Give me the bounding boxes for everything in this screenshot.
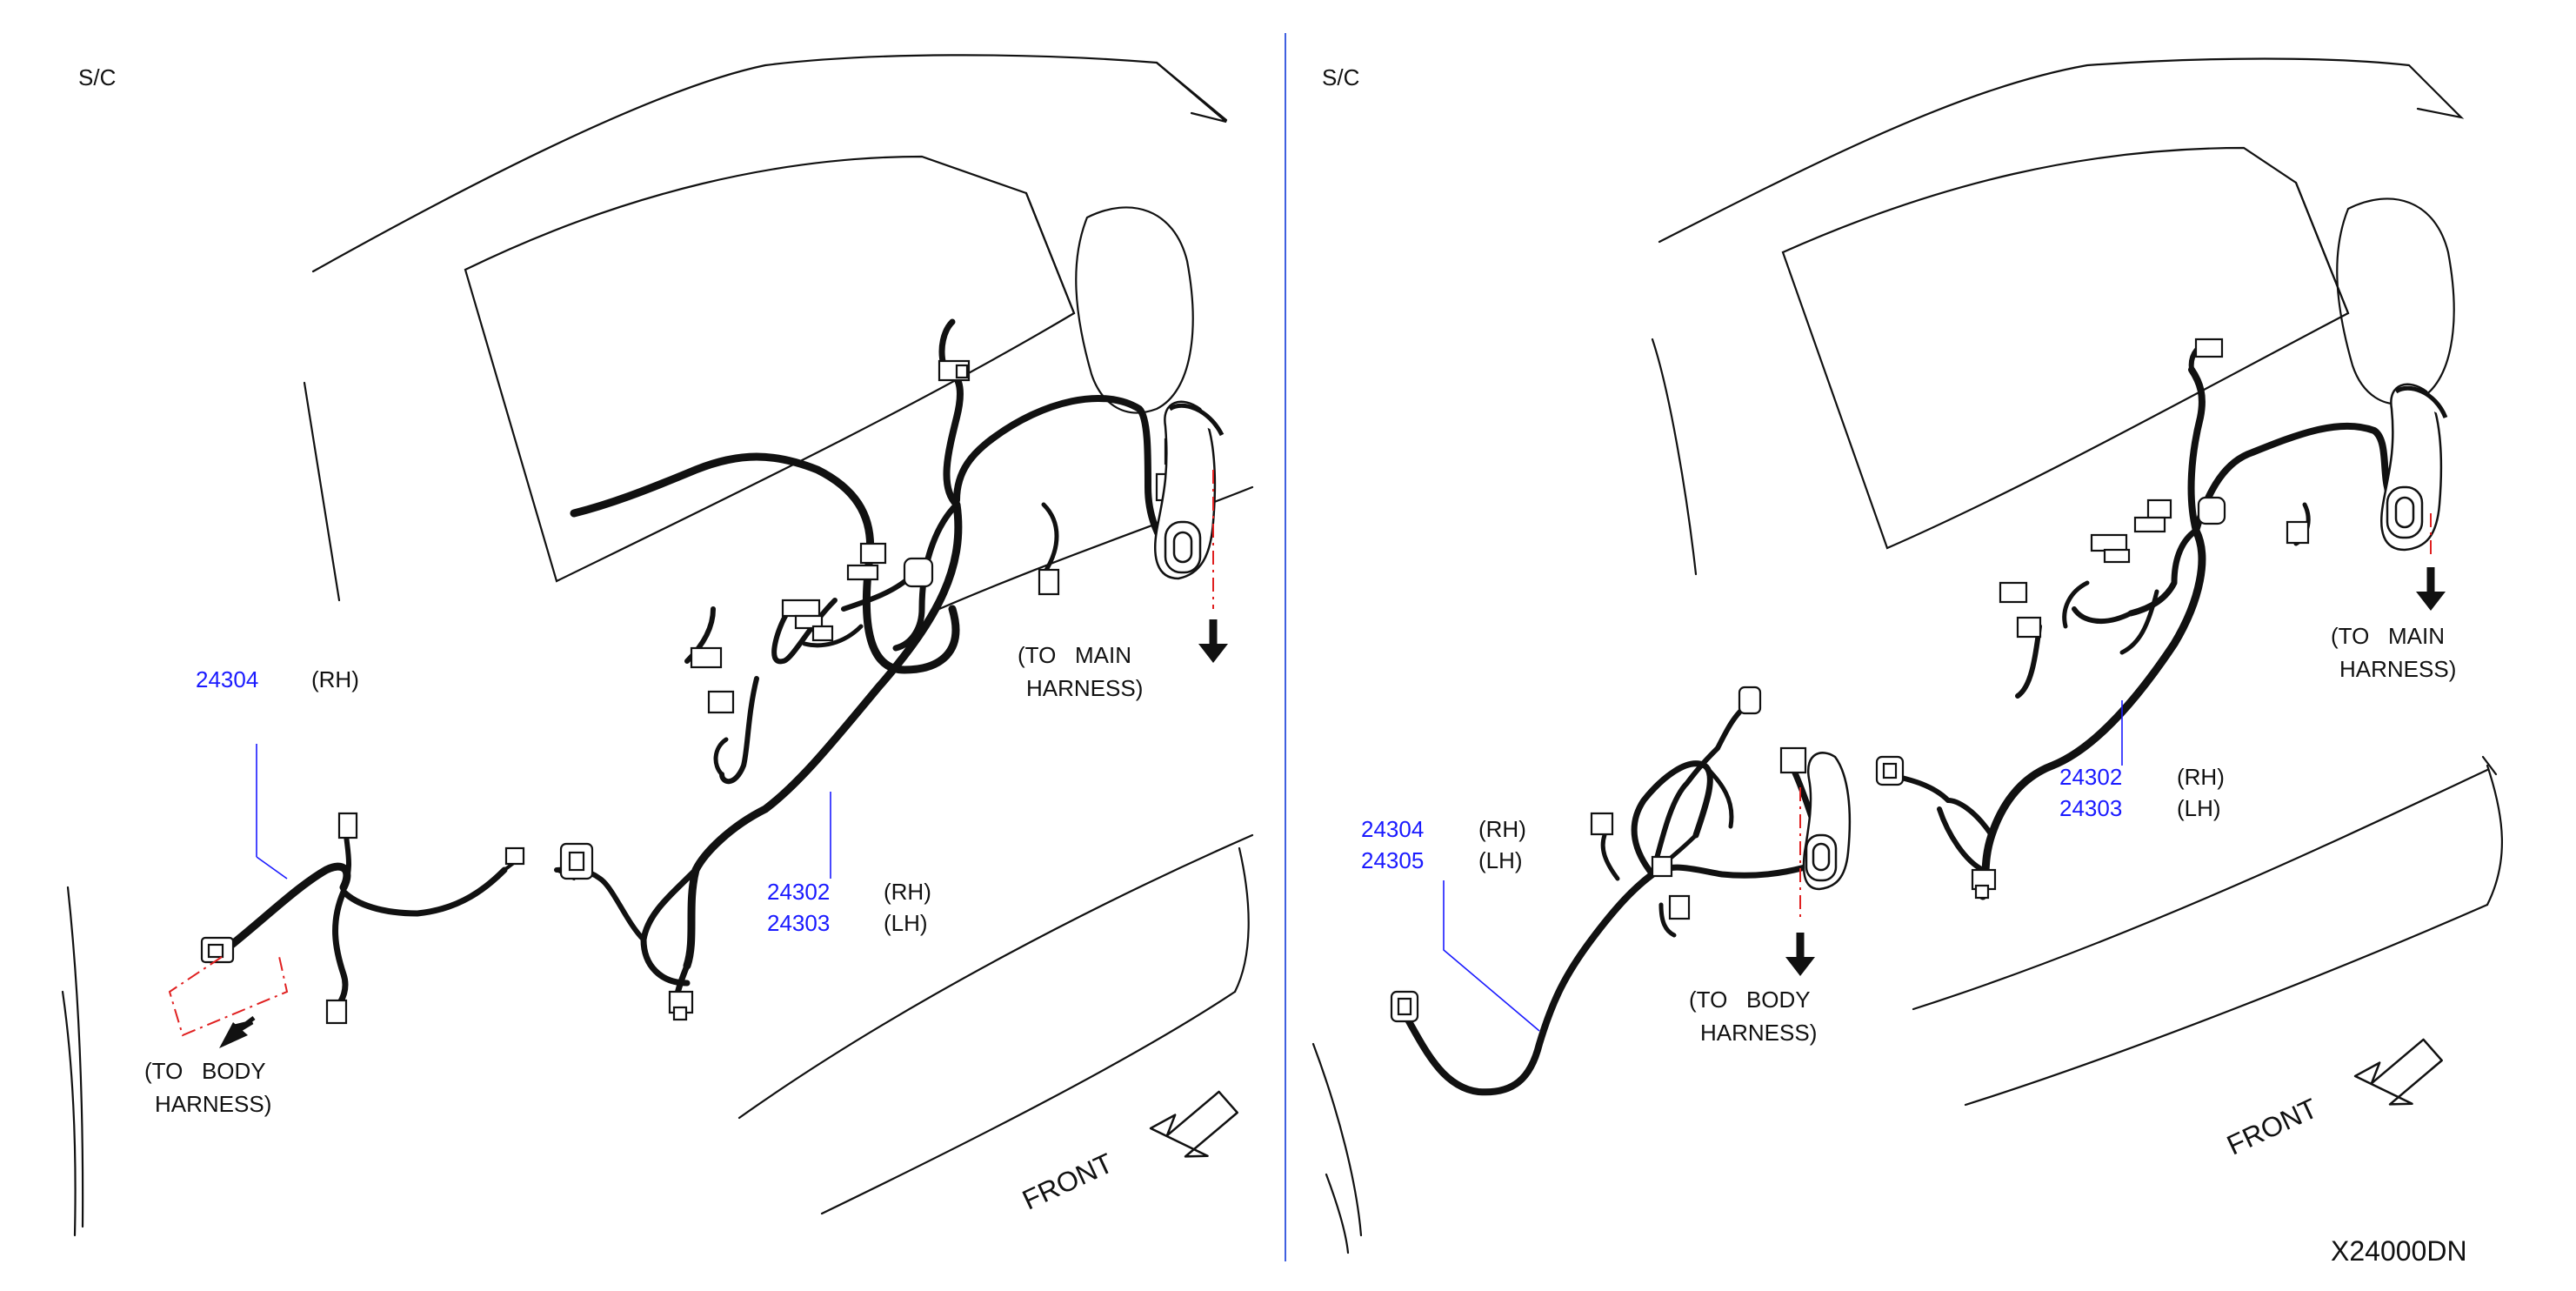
diagram-code: X24000DN bbox=[2331, 1235, 2467, 1267]
right-main-note-2: HARNESS) bbox=[2339, 656, 2457, 682]
left-body-connection bbox=[168, 952, 289, 1037]
left-body-note-2: HARNESS) bbox=[155, 1091, 272, 1117]
left-part-24303[interactable]: 24303 bbox=[767, 910, 831, 936]
left-side-24302: (RH) bbox=[884, 879, 931, 905]
harness-24304-left bbox=[217, 833, 524, 1013]
grommet-right bbox=[2380, 383, 2448, 552]
right-part-24305[interactable]: 24305 bbox=[1361, 847, 1425, 873]
right-side-24305: (LH) bbox=[1478, 847, 1523, 873]
harness-24302-right bbox=[1885, 341, 2421, 900]
connectors-24304-right bbox=[1390, 686, 1807, 1023]
left-side-24303: (LH) bbox=[884, 910, 928, 936]
left-corner-label: S/C bbox=[78, 64, 117, 90]
grommet-left bbox=[1154, 400, 1225, 580]
left-body-arrowhead bbox=[219, 1022, 248, 1048]
left-leader-24304b bbox=[256, 856, 288, 880]
left-main-note-2: HARNESS) bbox=[1026, 675, 1144, 701]
right-body-arrowhead bbox=[1785, 957, 1815, 976]
right-front-arrow bbox=[2353, 1038, 2443, 1106]
left-main-arrowhead bbox=[1198, 644, 1228, 663]
left-part-24302[interactable]: 24302 bbox=[767, 879, 831, 905]
connectors-24304-left bbox=[200, 812, 525, 1025]
right-body-note-2: HARNESS) bbox=[1700, 1020, 1818, 1046]
right-main-arrowhead bbox=[2416, 592, 2446, 611]
harness-24302-left bbox=[554, 318, 1178, 1013]
right-side-24303: (LH) bbox=[2177, 795, 2221, 821]
left-body-outline bbox=[61, 54, 1254, 1237]
right-leader-24304 bbox=[1443, 880, 1540, 1032]
right-body-outline bbox=[1311, 57, 2503, 1254]
right-part-24304[interactable]: 24304 bbox=[1361, 816, 1425, 842]
right-side-24302: (RH) bbox=[2177, 764, 2225, 790]
right-main-note-1: (TO MAIN bbox=[2331, 623, 2445, 649]
left-side-24304: (RH) bbox=[311, 666, 359, 692]
left-main-note-1: (TO MAIN bbox=[1018, 642, 1131, 668]
right-part-24302[interactable]: 24302 bbox=[2059, 764, 2123, 790]
left-body-note-1: (TO BODY bbox=[144, 1058, 266, 1084]
right-body-note-1: (TO BODY bbox=[1689, 987, 1811, 1013]
right-part-24303[interactable]: 24303 bbox=[2059, 795, 2123, 821]
left-part-24304[interactable]: 24304 bbox=[196, 666, 259, 692]
right-side-24304: (RH) bbox=[1478, 816, 1526, 842]
right-corner-label: S/C bbox=[1322, 64, 1360, 90]
grommet-right-2 bbox=[1802, 752, 1852, 891]
left-front-arrow bbox=[1149, 1090, 1238, 1158]
